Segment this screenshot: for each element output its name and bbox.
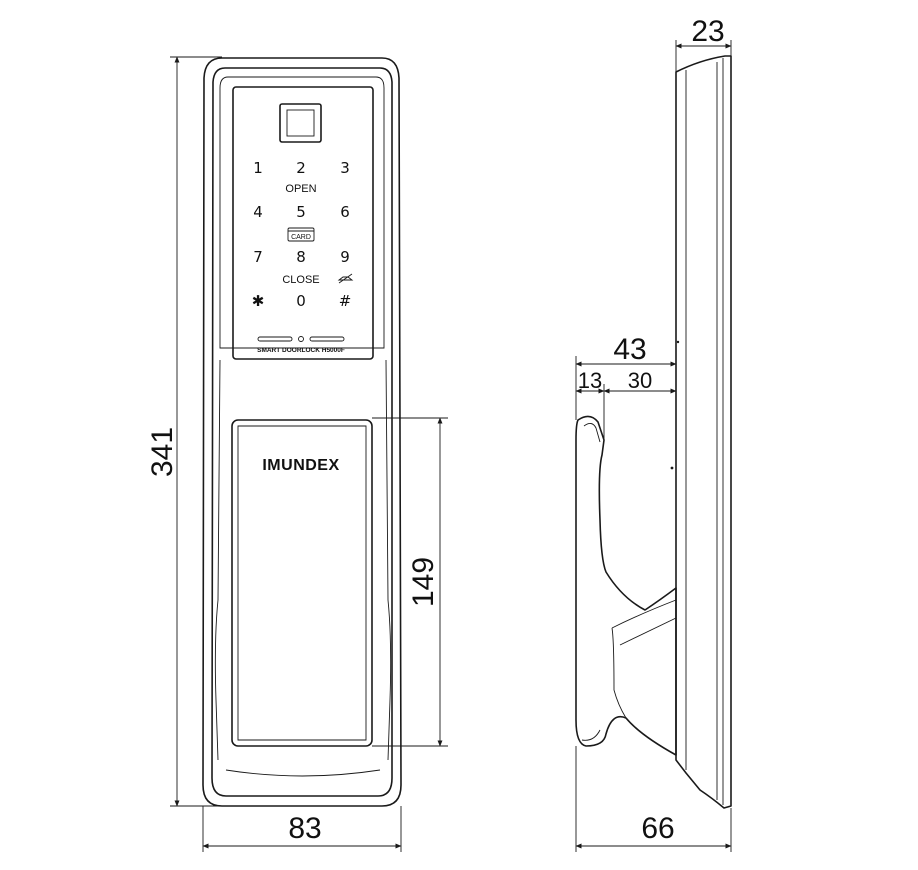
dimension-top-depth-label: 23 [691, 15, 724, 48]
front-view: 1 2 3 OPEN 4 5 6 CARD 7 8 9 CLOSE ✱ 0 # … [202, 57, 402, 807]
indicator-led [298, 336, 304, 342]
card-label: CARD [291, 234, 311, 241]
key-9: 9 [340, 248, 350, 266]
handle-plate [231, 419, 373, 747]
dimension-lines: 341 149 83 23 43 13 30 66 [146, 15, 732, 852]
close-label: CLOSE [282, 274, 319, 286]
model-label: SMART DOORLOCK H5000F [257, 347, 345, 354]
side-outer-profile [675, 55, 732, 809]
fingerprint-sensor [279, 103, 322, 143]
front-inner-rim [211, 67, 393, 797]
dimension-height-label: 341 [146, 427, 179, 477]
open-label: OPEN [285, 183, 316, 195]
key-2: 2 [296, 159, 306, 177]
key-7: 7 [253, 248, 263, 266]
dimension-body-part-label: 30 [628, 368, 652, 393]
key-hash: # [339, 292, 352, 310]
indicator-bar-right [309, 336, 345, 342]
key-0: 0 [296, 292, 306, 310]
dimension-body-depth-label: 43 [613, 333, 646, 366]
card-reader-icon [287, 227, 315, 242]
side-view [575, 55, 732, 809]
key-1: 1 [253, 159, 263, 177]
side-handle-profile [575, 415, 677, 756]
brand-logo: IMUNDEX [262, 457, 339, 474]
keypad-panel [232, 86, 374, 360]
front-outer-body [202, 57, 402, 807]
key-star: ✱ [252, 292, 265, 310]
key-6: 6 [340, 203, 350, 221]
mute-icon [337, 273, 354, 284]
key-5: 5 [296, 203, 306, 221]
dimension-total-depth-label: 66 [641, 812, 674, 845]
dimension-handle-gap-label: 13 [578, 368, 602, 393]
key-4: 4 [253, 203, 263, 221]
dimension-handle-label: 149 [407, 557, 440, 607]
key-3: 3 [340, 159, 350, 177]
indicator-bar-left [257, 336, 293, 342]
dimension-width-label: 83 [288, 812, 321, 845]
key-8: 8 [296, 248, 306, 266]
